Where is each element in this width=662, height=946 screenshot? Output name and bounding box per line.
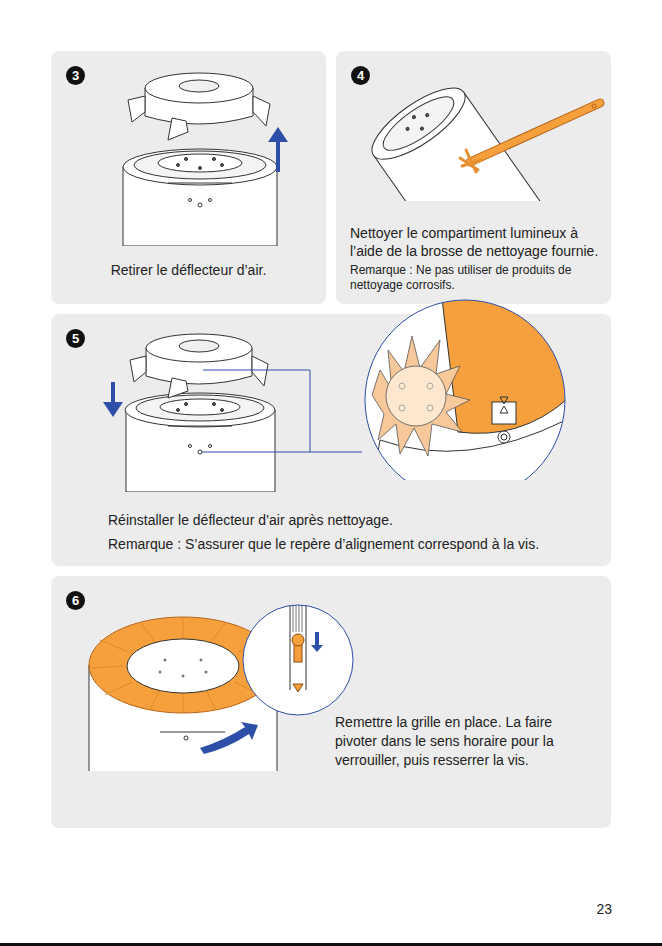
detail-zoom (365, 280, 568, 480)
instruction-text: Remettre la grille en place. La faire pi… (335, 713, 597, 770)
step-number-text: 5 (72, 332, 79, 345)
step-number: 6 (66, 591, 85, 610)
step-panel: Nettoyer le compartiment lumineux à l’ai… (336, 51, 611, 304)
detail-zoom (243, 600, 353, 715)
purifier-figure (123, 149, 277, 246)
remark-text: Remarque : Ne pas utiliser de produits d… (350, 263, 605, 293)
instruction-text: Retirer le déflecteur d’air. (61, 261, 316, 279)
step-panel: Réinstaller le déflecteur d’air après ne… (51, 314, 611, 566)
panel-ground (51, 51, 326, 304)
cleaning-brush (460, 103, 600, 172)
air-deflector (128, 73, 270, 140)
instruction-text: Réinstaller le déflecteur d’air après ne… (108, 511, 588, 529)
step-number-text: 6 (72, 594, 79, 607)
step-number: 5 (66, 329, 85, 348)
step-number: 4 (351, 66, 370, 85)
rotate-arrow (200, 722, 258, 754)
step-number: 3 (66, 66, 85, 85)
step-panel: Retirer le déflecteur d’air. 3 (51, 51, 326, 304)
bottom-rule (0, 943, 662, 946)
step-number-text: 3 (72, 69, 79, 82)
lower-arrow (103, 382, 123, 417)
step-panel: Remettre la grille en place. La faire pi… (51, 576, 611, 828)
page-number: 23 (596, 900, 612, 918)
air-deflector (130, 334, 268, 398)
lift-arrow (268, 127, 288, 172)
leader-line (202, 370, 362, 452)
instruction-text: Nettoyer le compartiment lumineux à l’ai… (350, 224, 605, 260)
step-number-text: 4 (357, 69, 364, 82)
panel-ground (51, 576, 611, 828)
purifier-figure (125, 393, 275, 492)
remark-text: Remarque : S’assurer que le repère d’ali… (108, 535, 598, 553)
panel-ground (336, 51, 611, 304)
